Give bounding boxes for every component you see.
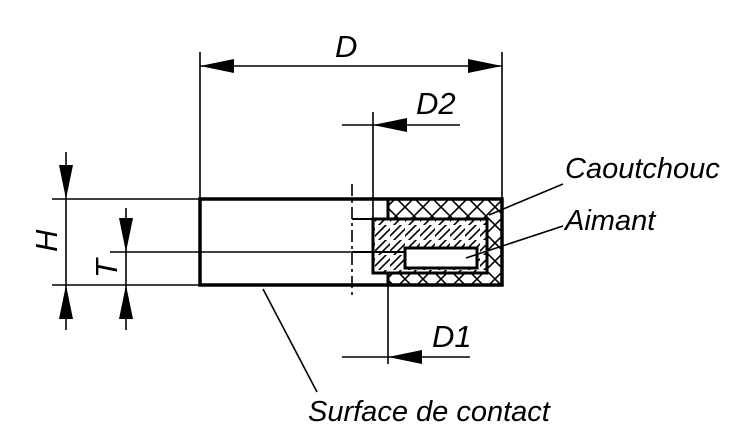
dimension-t [110,208,352,330]
callout-label-contact-surface: Surface de contact [308,396,552,428]
dim-label-d1: D1 [432,319,472,354]
dim-label-d: D [335,29,357,64]
leader-rubber [488,183,564,216]
leader-magnet [465,225,564,259]
magnet-core [403,246,479,270]
callout-label-magnet: Aimant [563,205,657,237]
dimension-d2 [342,112,460,219]
bore-lines [351,184,405,298]
dim-label-t: T [89,257,124,278]
dimension-d1 [342,285,470,364]
dim-label-d2: D2 [416,86,456,121]
dim-label-h: H [29,229,64,252]
leader-contact-surface [262,288,318,393]
callout-label-rubber: Caoutchouc [565,153,720,185]
dimension-d [199,52,503,199]
